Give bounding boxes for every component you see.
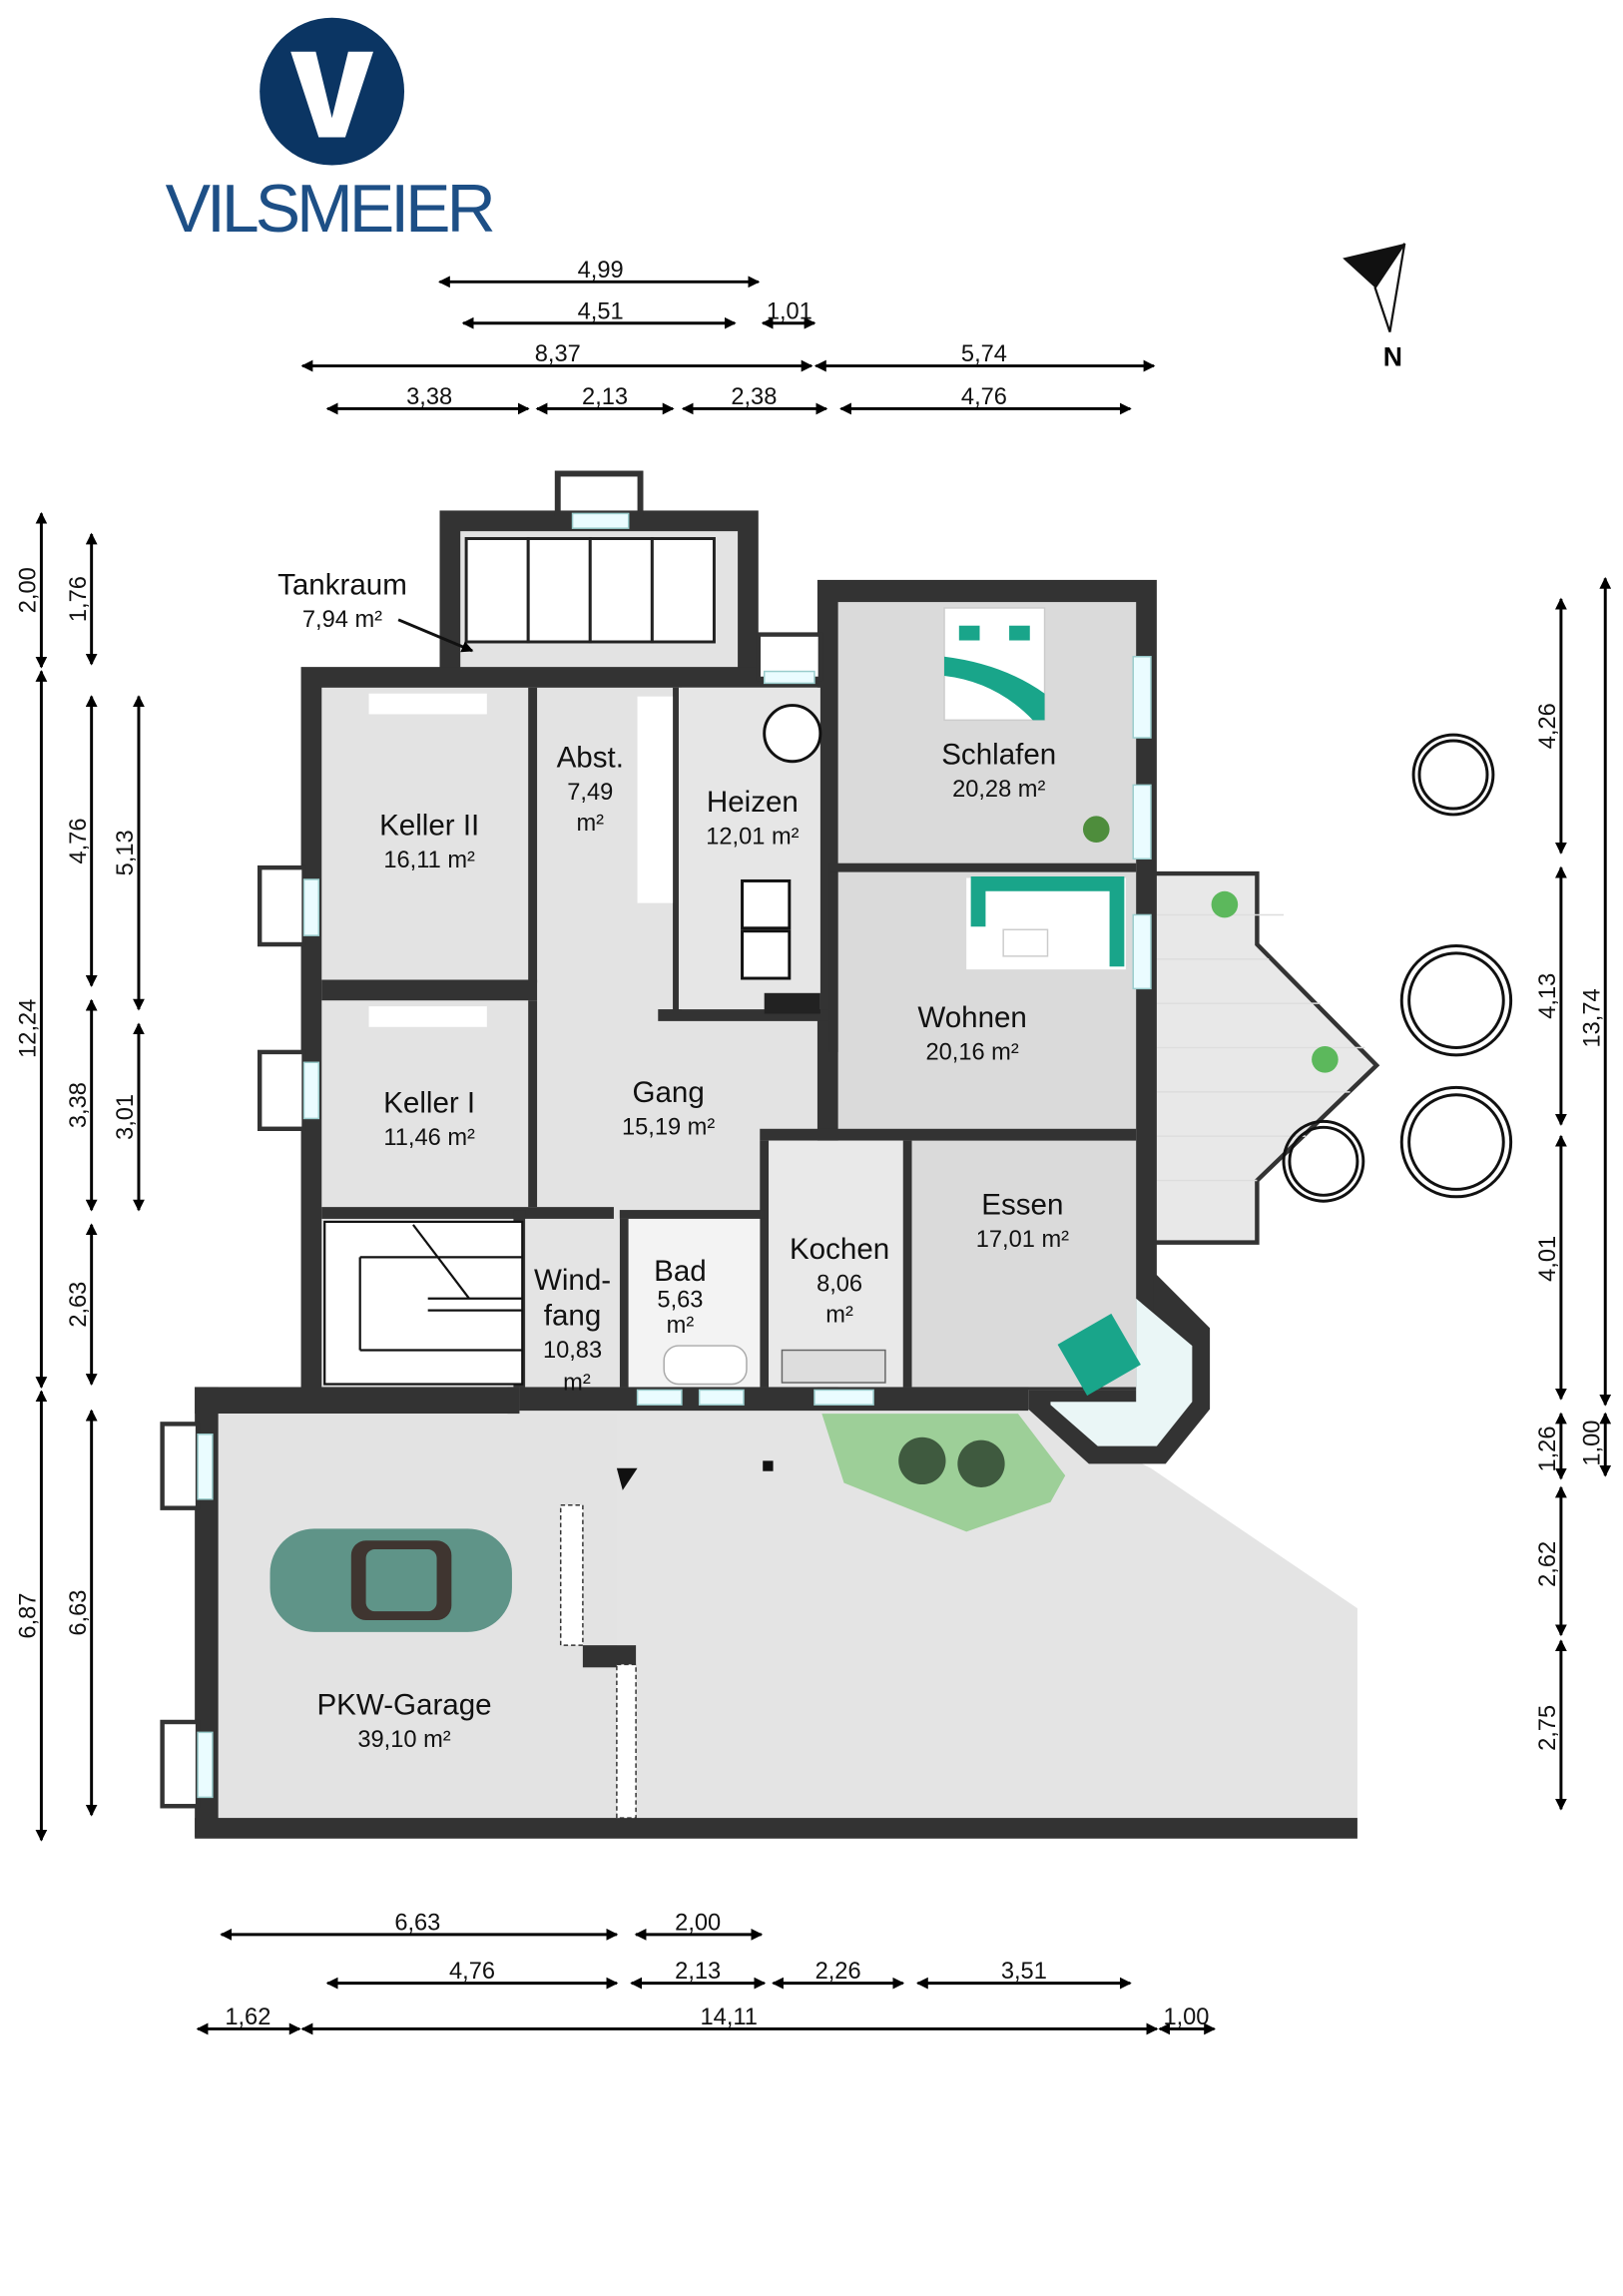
oil-tanks xyxy=(464,537,716,644)
room-name-abst: Abst. xyxy=(557,742,624,775)
bathtub xyxy=(663,1345,748,1386)
dim-label: 2,13 xyxy=(675,1959,721,1985)
dim-label: 12,24 xyxy=(15,999,41,1058)
dim-label: 2,00 xyxy=(675,1910,721,1936)
dim-label: 4,76 xyxy=(66,819,92,864)
shrub-icon xyxy=(957,1439,1005,1487)
sofa xyxy=(966,876,1126,970)
dim-label: 4,01 xyxy=(1535,1236,1561,1282)
dim-label: 1,26 xyxy=(1535,1427,1561,1472)
room-area-abst: 7,49 xyxy=(567,780,613,806)
dimensions-top: 4,99 4,51 1,01 8,37 5,74 3,38 2,13 2,38 … xyxy=(300,258,1156,415)
room-area-keller1: 11,46 m² xyxy=(383,1125,475,1151)
dim-label: 2,75 xyxy=(1535,1705,1561,1751)
room-unit-abst: m² xyxy=(576,811,604,837)
room-area-schlafen: 20,28 m² xyxy=(952,777,1045,803)
dim-label: 2,38 xyxy=(731,384,777,410)
room-name-windfang-2: fang xyxy=(544,1299,602,1332)
round-planters xyxy=(1282,733,1513,1203)
shrub-icon xyxy=(898,1436,946,1485)
room-area-kochen: 8,06 xyxy=(816,1271,862,1297)
room-name-garage: PKW-Garage xyxy=(316,1689,491,1722)
dim-label: 14,11 xyxy=(701,2005,758,2030)
room-name-essen: Essen xyxy=(981,1189,1063,1222)
room-name-keller2: Keller II xyxy=(379,810,479,843)
room-area-heizen: 12,01 m² xyxy=(706,825,799,851)
garden-patch xyxy=(821,1414,1066,1532)
dim-label: 13,74 xyxy=(1579,988,1605,1047)
dim-label: 5,74 xyxy=(961,341,1007,367)
dim-label: 1,76 xyxy=(66,576,92,622)
room-name-tankraum: Tankraum xyxy=(277,569,407,602)
bathtub-jacuzzi xyxy=(1057,1313,1141,1397)
dim-label: 6,63 xyxy=(66,1590,92,1636)
room-name-windfang-1: Wind- xyxy=(534,1264,611,1297)
dim-label: 4,76 xyxy=(961,384,1007,410)
dim-label: 3,38 xyxy=(66,1082,92,1128)
dim-label: 4,13 xyxy=(1535,973,1561,1019)
garage-door[interactable] xyxy=(616,1663,637,1819)
north-arrow-icon: N xyxy=(1343,243,1406,372)
dim-label: 2,00 xyxy=(15,567,41,613)
room-area-bad: 5,63 xyxy=(657,1288,703,1314)
dim-label: 1,00 xyxy=(1579,1421,1605,1466)
dimensions-left: 2,00 12,24 6,87 1,76 4,76 3,38 2,63 6,63… xyxy=(15,511,145,1842)
dim-label: 2,13 xyxy=(582,384,628,410)
dim-label: 4,76 xyxy=(449,1959,495,1985)
kitchen-counter xyxy=(781,1349,886,1384)
dim-label: 2,26 xyxy=(815,1959,861,1985)
dim-label: 6,87 xyxy=(15,1593,41,1639)
dim-label: 8,37 xyxy=(535,341,581,367)
dim-label: 4,26 xyxy=(1535,703,1561,749)
room-area-essen: 17,01 m² xyxy=(976,1227,1069,1253)
dim-label: 5,13 xyxy=(113,830,139,875)
room-area-garage: 39,10 m² xyxy=(357,1727,450,1753)
yard-area xyxy=(582,1409,1357,1819)
room-area-keller2: 16,11 m² xyxy=(383,848,475,873)
dim-label: 6,63 xyxy=(394,1910,440,1936)
dim-label: 4,99 xyxy=(578,258,624,284)
chimney xyxy=(554,470,644,517)
dimensions-bottom: 6,63 2,00 4,76 2,13 2,26 3,51 1,62 14,11… xyxy=(196,1910,1217,2035)
garage-door[interactable] xyxy=(559,1503,584,1646)
room-name-kochen: Kochen xyxy=(790,1233,889,1266)
plant-icon xyxy=(1312,1046,1339,1073)
room-unit-bad: m² xyxy=(667,1313,695,1339)
dim-label: 3,01 xyxy=(113,1094,139,1140)
dimensions-right: 4,26 4,13 4,01 1,26 2,62 2,75 13,74 1,00 xyxy=(1535,576,1612,1811)
dim-label: 1,01 xyxy=(767,298,812,324)
room-name-bad: Bad xyxy=(654,1255,707,1288)
staircase xyxy=(323,1220,524,1386)
dim-label: 4,51 xyxy=(578,298,624,324)
room-name-heizen: Heizen xyxy=(707,786,799,819)
shelf xyxy=(637,696,674,903)
room-unit-windfang: m² xyxy=(563,1370,591,1396)
dim-label: 1,00 xyxy=(1163,2005,1209,2030)
dim-label: 1,62 xyxy=(225,2005,270,2030)
dim-label: 2,63 xyxy=(66,1282,92,1328)
room-area-windfang: 10,83 xyxy=(543,1338,602,1364)
room-area-gang: 15,19 m² xyxy=(622,1115,715,1141)
room-name-gang: Gang xyxy=(632,1076,704,1109)
room-name-wohnen: Wohnen xyxy=(917,1001,1027,1034)
plant-icon xyxy=(1082,816,1110,844)
room-area-tankraum: 7,94 m² xyxy=(302,607,382,633)
room-name-keller1: Keller I xyxy=(383,1087,475,1120)
dim-label: 2,62 xyxy=(1535,1541,1561,1587)
logo-text: VILSMEIER xyxy=(166,171,496,247)
logo-circle xyxy=(260,17,405,166)
logo-v-mark xyxy=(290,51,373,138)
boiler-icon xyxy=(763,704,822,764)
entrance-arrow-icon xyxy=(616,1467,638,1490)
dim-label: 3,51 xyxy=(1001,1959,1047,1985)
room-unit-kochen: m² xyxy=(825,1302,853,1328)
dim-label: 3,38 xyxy=(406,384,452,410)
room-name-schlafen: Schlafen xyxy=(941,739,1056,772)
north-label: N xyxy=(1383,342,1402,372)
room-area-wohnen: 20,16 m² xyxy=(925,1039,1018,1065)
plant-icon xyxy=(1211,890,1239,918)
vilsmeier-logo: VILSMEIER xyxy=(166,17,496,247)
car-icon xyxy=(270,1528,512,1632)
